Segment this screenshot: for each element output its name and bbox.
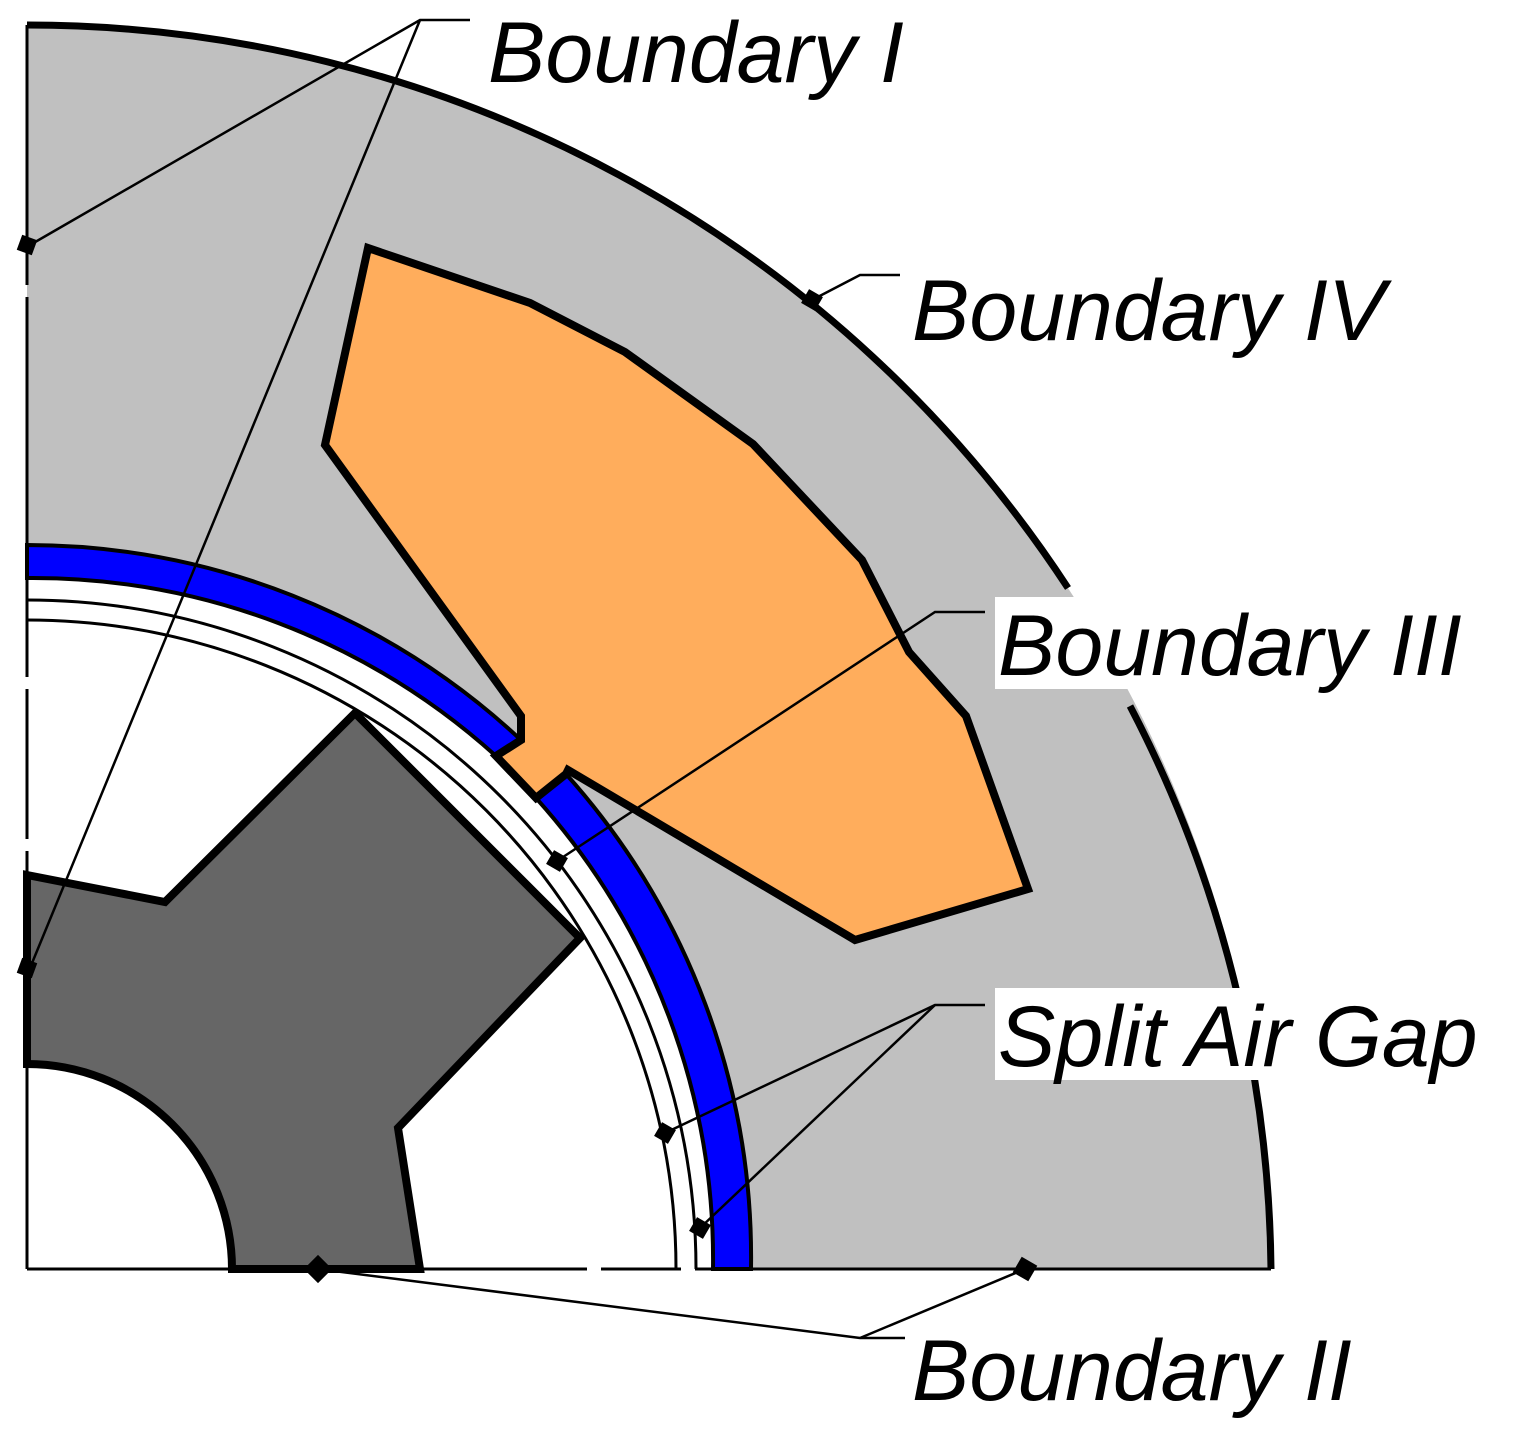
boundary-iv-arc-upper	[26, 21, 1071, 590]
label-boundary-ii: Boundary II	[912, 1323, 1352, 1419]
label-boundary-iv: Boundary IV	[912, 263, 1393, 359]
marker-boundary-ii-left	[303, 1254, 333, 1284]
leader-boundary-i-b	[28, 19, 422, 969]
marker-boundary-i-upper	[16, 234, 38, 256]
bg-boundary-iii	[995, 597, 1505, 689]
leader-boundary-ii-a	[317, 1267, 905, 1340]
leader-boundary-ii-b	[859, 1267, 1026, 1340]
label-split-air-gap: Split Air Gap	[998, 989, 1478, 1085]
leader-boundary-iii	[556, 610, 985, 863]
leader-boundary-iv	[811, 273, 900, 302]
bg-split-air-gap	[995, 988, 1535, 1080]
air-gap-ring-outer	[26, 598, 698, 1270]
leader-lines	[28, 18, 1026, 1340]
marker-air-gap-outer	[654, 1122, 676, 1144]
boundary-iv-arc-lower	[1126, 704, 1275, 1270]
marker-air-gap-inner	[689, 1217, 711, 1239]
marker-boundary-iii	[546, 850, 568, 872]
label-boundary-i: Boundary I	[488, 5, 904, 101]
bg-boundary-i	[485, 8, 950, 96]
label-boundary-iii: Boundary III	[998, 598, 1462, 694]
marker-boundary-i-lower	[16, 957, 38, 979]
leader-split-air-gap-b	[699, 1004, 936, 1229]
label-backgrounds	[485, 8, 1535, 1080]
stator-coil	[320, 242, 1034, 945]
marker-boundary-iv	[801, 289, 823, 311]
boundary-markers	[16, 234, 1038, 1284]
marker-boundary-ii-right	[1012, 1256, 1038, 1282]
air-gap-ring-inner	[26, 618, 678, 1270]
